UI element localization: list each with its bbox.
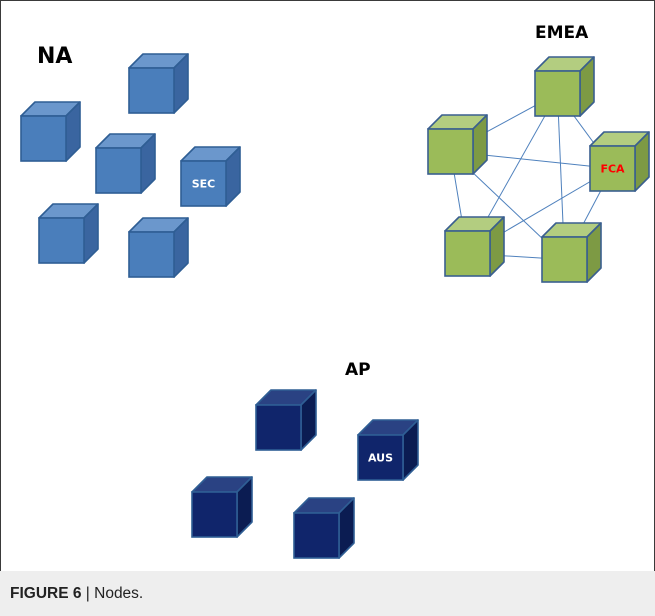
ap-node-cube	[191, 476, 253, 538]
caption-separator: |	[81, 585, 95, 602]
node-label: SEC	[192, 178, 216, 191]
caption-text: Nodes.	[94, 585, 144, 602]
node-cubes: SEC FCA AUS	[20, 53, 650, 559]
ap-node-cube: AUS	[357, 419, 419, 481]
region-label-ap: AP	[345, 360, 371, 380]
na-node-cube	[128, 53, 189, 114]
region-label-na: NA	[37, 44, 72, 69]
na-node-cube	[128, 217, 189, 278]
emea-node-cube: FCA	[589, 131, 650, 192]
figure-caption: FIGURE 6 | Nodes.	[10, 585, 143, 603]
na-node-cube: SEC	[180, 146, 241, 207]
na-node-cube	[20, 101, 81, 162]
region-labels: NA EMEA AP	[37, 23, 589, 380]
figure-number: FIGURE 6	[10, 585, 82, 602]
emea-node-cube	[541, 222, 602, 283]
region-label-emea: EMEA	[535, 23, 589, 43]
emea-node-cube	[427, 114, 488, 175]
ap-node-cube	[255, 389, 317, 451]
network-diagram: NA EMEA AP SEC FCA AUS	[20, 23, 650, 559]
ap-node-cube	[293, 497, 355, 559]
emea-node-cube	[444, 216, 505, 277]
node-label: AUS	[368, 452, 393, 465]
na-node-cube	[38, 203, 99, 264]
node-label: FCA	[600, 163, 625, 176]
na-node-cube	[95, 133, 156, 194]
figure-frame: NA EMEA AP SEC FCA AUS	[0, 0, 655, 572]
emea-node-cube	[534, 56, 595, 117]
caption-bar: FIGURE 6 | Nodes.	[0, 571, 655, 616]
